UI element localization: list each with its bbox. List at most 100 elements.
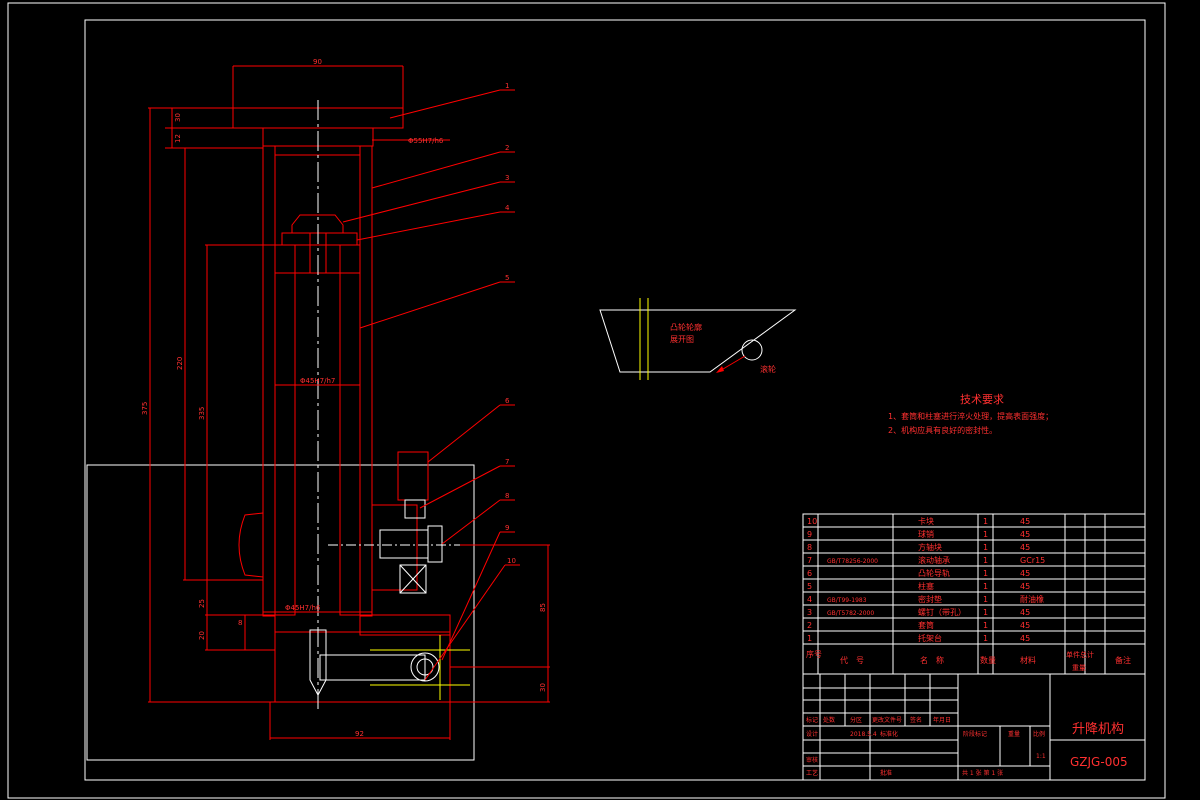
bom-header-weight: 重量 bbox=[1072, 664, 1086, 672]
callout-4: 4 bbox=[505, 204, 510, 212]
tb-sheet-info: 共 1 张 第 1 张 bbox=[962, 769, 1003, 777]
bom-cell-code: GB/T99-1983 bbox=[827, 597, 867, 604]
dim-h4: 335 bbox=[198, 407, 206, 420]
tb-stage-mark: 阶段标记 bbox=[963, 730, 987, 738]
bom-cell-qty: 1 bbox=[983, 595, 988, 604]
title-block: 标记 处数 分区 更改文件号 签名 年月日 设计 2018.5.4 标准化 阶段… bbox=[802, 673, 1146, 781]
bom-cell-name: 托架台 bbox=[918, 633, 942, 643]
tb-change-doc: 更改文件号 bbox=[872, 716, 902, 724]
cam-label-line1: 凸轮轮廓 bbox=[670, 322, 702, 332]
callout-numbers: 1 2 3 4 5 6 7 8 9 10 bbox=[505, 82, 516, 565]
bom-cell-code: GB/T78256-2000 bbox=[827, 558, 878, 565]
dim-h6: 20 bbox=[198, 631, 206, 640]
bom-cell-code: GB/T5782-2000 bbox=[827, 610, 874, 617]
bom-cell-qty: 1 bbox=[983, 569, 988, 578]
dim-h2: 12 bbox=[174, 134, 182, 143]
base-plate-outline bbox=[86, 464, 475, 761]
cam-label-line2: 展开图 bbox=[670, 335, 694, 344]
callout-6: 6 bbox=[505, 397, 510, 405]
outer-frame bbox=[7, 2, 1166, 799]
dim-h5: 25 bbox=[198, 599, 206, 608]
bom-cell-material: 耐油橡 bbox=[1020, 594, 1044, 604]
callout-1: 1 bbox=[505, 82, 509, 90]
tb-ymd: 年月日 bbox=[933, 716, 951, 724]
dim-right1: 85 bbox=[539, 603, 547, 612]
bom-cell-name: 球销 bbox=[918, 529, 934, 539]
drawing-code: GZJG-005 bbox=[1070, 755, 1128, 769]
tb-approve: 批准 bbox=[880, 769, 892, 777]
tech-requirements-heading: 技术要求 bbox=[960, 393, 1004, 406]
tb-mark: 标记 bbox=[806, 716, 818, 724]
dim-mid-fit: Φ45H7/h7 bbox=[300, 377, 335, 385]
tb-review: 审核 bbox=[806, 756, 818, 764]
dim-right2: 30 bbox=[539, 683, 547, 692]
dim-h1: 30 bbox=[174, 113, 182, 122]
dim-top-width: 90 bbox=[313, 58, 322, 66]
bom-cell-no: 10 bbox=[807, 517, 817, 526]
bom-cell-qty: 1 bbox=[983, 608, 988, 617]
tech-requirement-1: 1、套筒和柱塞进行淬火处理，提高表面强度； bbox=[888, 411, 1053, 421]
roller-label: 滚轮 bbox=[760, 364, 776, 374]
bom-cell-material: GCr15 bbox=[1020, 556, 1045, 565]
bom-cell-material: 45 bbox=[1020, 543, 1030, 552]
inner-frame bbox=[84, 19, 1146, 781]
callout-7: 7 bbox=[505, 458, 509, 466]
bom-header-code: 代 号 bbox=[840, 655, 864, 665]
drawing-title: 升降机构 bbox=[1072, 722, 1124, 737]
bom-header-material: 材料 bbox=[1020, 655, 1036, 665]
tb-design: 设计 bbox=[806, 730, 818, 738]
bom-cell-material: 45 bbox=[1020, 517, 1030, 526]
bom-cell-name: 凸轮导轨 bbox=[918, 568, 950, 578]
tb-zone: 分区 bbox=[850, 716, 862, 724]
tb-date: 2018.5.4 bbox=[850, 731, 877, 738]
cam-profile-detail: 凸轮轮廓 展开图 滚轮 bbox=[599, 298, 797, 380]
tech-requirements: 技术要求 1、套筒和柱塞进行淬火处理，提高表面强度； 2、机构应具有良好的密封性… bbox=[888, 393, 1053, 435]
tb-scale: 比例 bbox=[1033, 730, 1045, 738]
bom-header-unit-total: 单件总计 bbox=[1066, 650, 1094, 659]
bom-cell-no: 2 bbox=[807, 621, 812, 630]
dim-h3: 220 bbox=[176, 357, 184, 370]
dim-bottom-width: 92 bbox=[355, 730, 364, 738]
bom-cell-no: 3 bbox=[807, 608, 812, 617]
bom-cell-qty: 1 bbox=[983, 530, 988, 539]
bom-cell-material: 45 bbox=[1020, 582, 1030, 591]
bom-cell-no: 9 bbox=[807, 530, 812, 539]
dim-total-height: 375 bbox=[141, 402, 149, 415]
dim-top-fit: Φ55H7/h6 bbox=[408, 137, 444, 145]
bom-cell-name: 柱塞 bbox=[918, 581, 934, 591]
leader-lines bbox=[342, 89, 520, 681]
bom-cell-no: 6 bbox=[807, 569, 812, 578]
dimension-texts: 90 Φ55H7/h6 Φ45H7/h7 Φ45H7/h6 375 30 12 … bbox=[141, 58, 547, 738]
bom-cell-material: 45 bbox=[1020, 634, 1030, 643]
bom-cell-name: 卡块 bbox=[918, 516, 934, 526]
bom-header-name: 名 称 bbox=[920, 655, 944, 665]
dim-bottom-fit: Φ45H7/h6 bbox=[285, 604, 321, 612]
bom-cell-material: 45 bbox=[1020, 621, 1030, 630]
dimension-lines bbox=[148, 65, 550, 740]
bom-cell-name: 密封垫 bbox=[918, 594, 942, 604]
bom-cell-no: 1 bbox=[807, 634, 812, 643]
callout-2: 2 bbox=[505, 144, 509, 152]
assembly-drawing bbox=[232, 100, 470, 710]
bom-cell-name: 滚动轴承 bbox=[918, 555, 950, 565]
tb-count: 处数 bbox=[823, 716, 835, 724]
bom-header-qty: 数量 bbox=[980, 655, 996, 665]
bom-cell-material: 45 bbox=[1020, 608, 1030, 617]
bom-cell-qty: 1 bbox=[983, 556, 988, 565]
bom-cell-qty: 1 bbox=[983, 543, 988, 552]
bom-header-seq: 序号 bbox=[806, 649, 822, 659]
bom-cell-qty: 1 bbox=[983, 582, 988, 591]
bom-cell-name: 螺钉（带孔） bbox=[918, 607, 966, 617]
tech-requirement-2: 2、机构应具有良好的密封性。 bbox=[888, 425, 997, 435]
tb-standardize: 标准化 bbox=[880, 730, 898, 738]
bom-cell-qty: 1 bbox=[983, 517, 988, 526]
bom-cell-material: 45 bbox=[1020, 569, 1030, 578]
callout-9: 9 bbox=[505, 524, 509, 532]
bom-cell-no: 8 bbox=[807, 543, 812, 552]
callout-5: 5 bbox=[505, 274, 509, 282]
bom-cell-qty: 1 bbox=[983, 621, 988, 630]
tb-weight: 重量 bbox=[1008, 730, 1020, 738]
bom-cell-no: 4 bbox=[807, 595, 812, 604]
